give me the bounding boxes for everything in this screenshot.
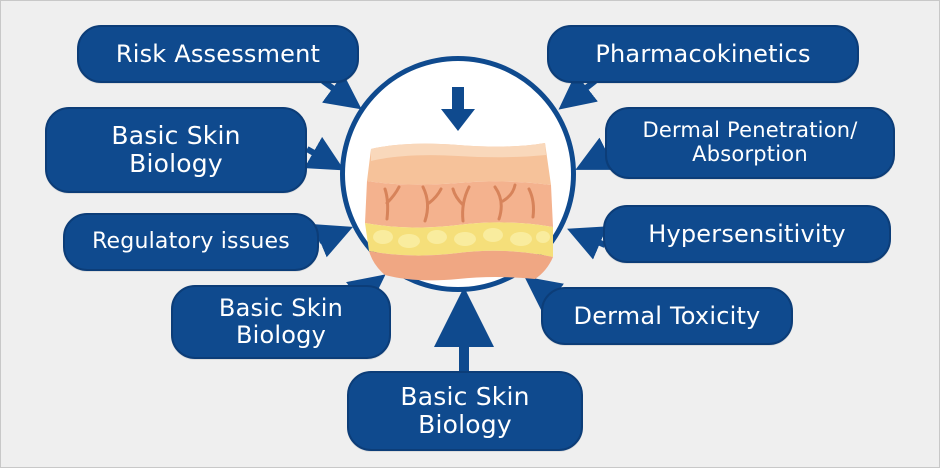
node-basic-skin-biology-3: Basic Skin Biology bbox=[347, 371, 583, 451]
node-pharmacokinetics: Pharmacokinetics bbox=[547, 25, 859, 83]
arrow-pharmacokinetics bbox=[558, 73, 598, 110]
arrow-basic-skin-biology-1 bbox=[304, 136, 345, 171]
node-basic-skin-biology-1: Basic Skin Biology bbox=[45, 107, 307, 193]
skin-layers-icon bbox=[365, 87, 553, 281]
central-skin-hub bbox=[340, 56, 576, 292]
node-dermal-penetration: Dermal Penetration/ Absorption bbox=[605, 107, 895, 179]
node-label: Risk Assessment bbox=[115, 39, 321, 68]
arrow-hypersensitivity bbox=[567, 226, 608, 260]
node-hypersensitivity: Hypersensitivity bbox=[603, 205, 891, 263]
arrow-risk-assessment bbox=[321, 73, 362, 110]
node-regulatory-issues: Regulatory issues bbox=[63, 213, 319, 271]
node-label: Basic Skin Biology bbox=[400, 382, 530, 439]
node-label: Dermal Toxicity bbox=[573, 301, 761, 330]
node-basic-skin-biology-2: Basic Skin Biology bbox=[171, 285, 391, 359]
node-label: Regulatory issues bbox=[92, 228, 290, 254]
node-label: Basic Skin Biology bbox=[111, 121, 241, 178]
node-label: Pharmacokinetics bbox=[595, 39, 811, 68]
node-risk-assessment: Risk Assessment bbox=[77, 25, 359, 83]
node-label: Basic Skin Biology bbox=[218, 294, 344, 349]
node-dermal-toxicity: Dermal Toxicity bbox=[541, 287, 793, 345]
node-label: Hypersensitivity bbox=[648, 219, 846, 248]
arrow-regulatory-issues bbox=[312, 224, 353, 258]
node-label: Dermal Penetration/ Absorption bbox=[642, 118, 858, 166]
